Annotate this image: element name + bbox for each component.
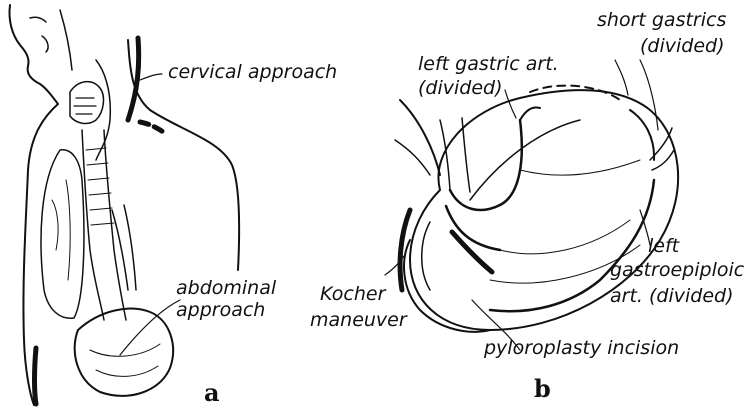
label-short-gastrics-line1: short gastrics	[597, 10, 726, 31]
label-left-gastric-line1: left gastric art.	[418, 54, 559, 75]
label-pyloroplasty-incision: pyloroplasty incision	[484, 338, 679, 359]
label-kocher-line1: Kocher	[320, 284, 385, 305]
panel-letter-b: b	[534, 374, 551, 403]
label-gastroepiploic-line3: art. (divided)	[610, 286, 733, 307]
label-kocher-line2: maneuver	[310, 310, 407, 331]
label-gastroepiploic-line2: gastroepiploic	[610, 260, 744, 281]
label-abdominal-line2: approach	[176, 300, 265, 321]
panel-letter-a: a	[204, 378, 220, 407]
label-gastroepiploic-line1: left	[648, 236, 679, 257]
label-cervical-approach: cervical approach	[168, 62, 337, 83]
label-left-gastric-line2: (divided)	[418, 78, 503, 99]
label-abdominal-line1: abdominal	[176, 278, 276, 299]
label-short-gastrics-line2: (divided)	[640, 36, 725, 57]
